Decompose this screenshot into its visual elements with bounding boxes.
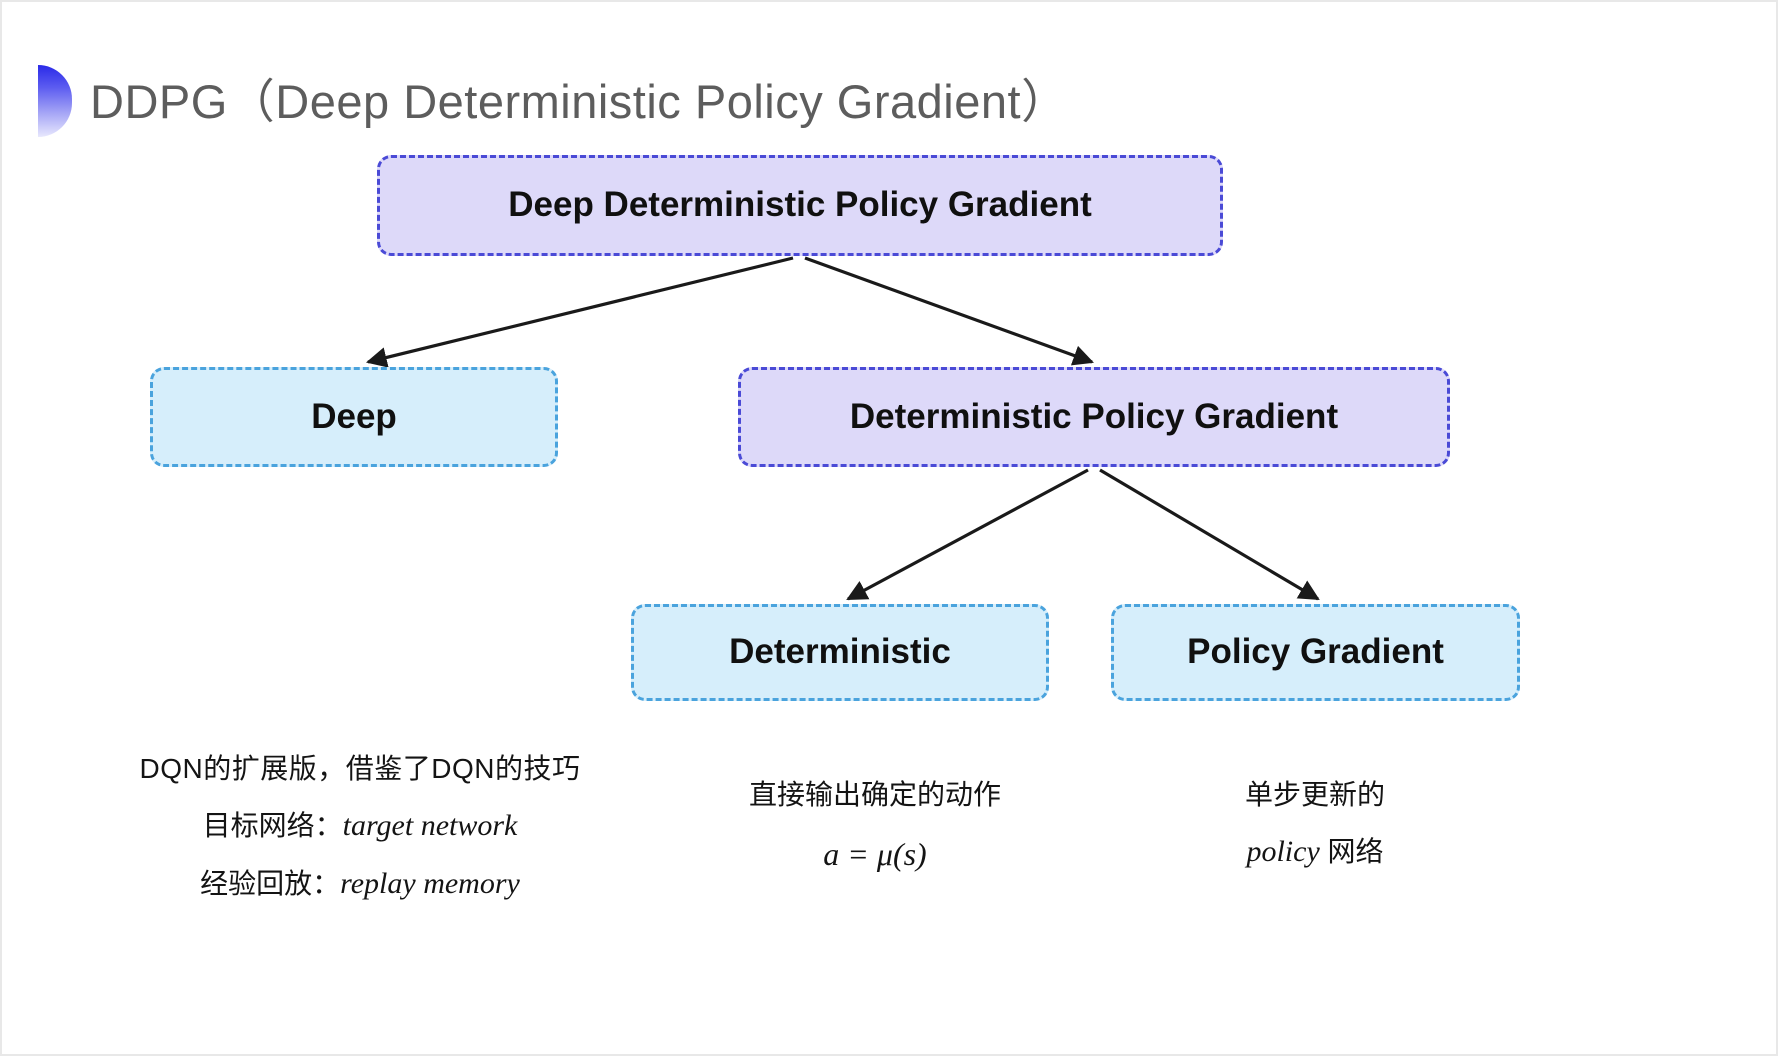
- node-label: Deterministic Policy Gradient: [849, 396, 1339, 436]
- annotation-policy-gradient-line1: 单步更新的: [1244, 779, 1385, 810]
- annotation-deep-line1: DQN的扩展版，借鉴了DQN的技巧: [139, 753, 581, 784]
- annotation-policy-gradient-term: policy: [1246, 834, 1320, 868]
- annotation-deterministic: 直接输出确定的动作 a = μ(s): [690, 768, 1060, 885]
- node-deterministic-policy-gradient[interactable]: Deterministic Policy Gradient: [738, 367, 1450, 467]
- annotation-deep-line3-label: 经验回放：: [200, 868, 341, 900]
- edge-dpg-to-deterministic: [846, 468, 1089, 601]
- node-label: Deep Deterministic Policy Gradient: [508, 185, 1092, 225]
- annotation-deep-line2-label: 目标网络：: [202, 809, 343, 841]
- edge-dpg-to-policy-gradient: [1099, 468, 1320, 601]
- edge-root-to-deep: [365, 256, 794, 368]
- annotation-policy-gradient-suffix: 网络: [1319, 835, 1384, 867]
- annotation-deep-line3-term: replay memory: [340, 867, 520, 901]
- node-deep[interactable]: Deep: [150, 367, 558, 467]
- node-label: Deterministic: [729, 632, 951, 672]
- annotation-deterministic-formula: a = μ(s): [823, 835, 927, 872]
- annotation-deep-line3: 经验回放：replay memory: [70, 855, 650, 914]
- node-deterministic[interactable]: Deterministic: [631, 604, 1049, 701]
- annotation-deep-line2-term: target network: [342, 808, 518, 842]
- annotation-policy-gradient-line2: policy 网络: [1145, 823, 1485, 882]
- node-policy-gradient[interactable]: Policy Gradient: [1111, 604, 1520, 701]
- annotation-deep: DQN的扩展版，借鉴了DQN的技巧 目标网络：target network 经验…: [70, 742, 650, 914]
- annotation-policy-gradient: 单步更新的 policy 网络: [1145, 768, 1485, 881]
- node-deep-deterministic-policy-gradient[interactable]: Deep Deterministic Policy Gradient: [377, 155, 1223, 256]
- annotation-deep-line2: 目标网络：target network: [70, 797, 650, 856]
- node-label: Deep: [311, 396, 397, 436]
- annotation-deterministic-line1: 直接输出确定的动作: [748, 779, 1001, 810]
- edge-root-to-dpg: [804, 256, 1094, 366]
- slide-title-bar: DDPG（Deep Deterministic Policy Gradient）: [38, 62, 1069, 140]
- node-label: Policy Gradient: [1187, 632, 1444, 672]
- page-title: DDPG（Deep Deterministic Policy Gradient）: [90, 74, 1069, 128]
